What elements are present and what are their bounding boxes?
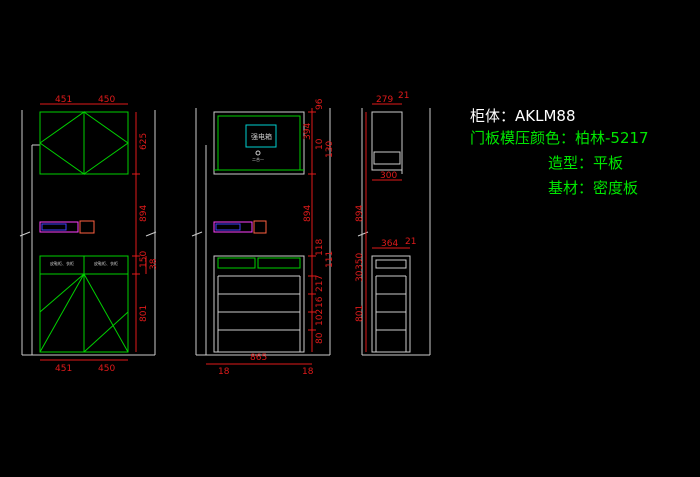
- dim-front-bottom-right: 450: [98, 364, 115, 374]
- dim-mid-18a: 18: [218, 367, 230, 377]
- spec-door-color: 门板模压颜色：柏林-5217: [470, 129, 649, 147]
- dim-front-bottom-left: 451: [55, 364, 72, 374]
- dim-mid-130: 130: [325, 141, 335, 158]
- combo-label: 二合一: [252, 156, 264, 162]
- dim-side-21a: 21: [398, 91, 409, 101]
- dim-side-30: 30: [355, 270, 365, 282]
- dim-mid-18b: 18: [302, 367, 314, 377]
- dim-mid-217: 217: [315, 275, 325, 292]
- dim-mid-865: 865: [250, 353, 267, 363]
- spec-cabinet: 柜体：AKLM88: [470, 107, 576, 125]
- dim-mid-16: 16: [315, 296, 325, 308]
- dim-mid-894: 894: [303, 205, 313, 222]
- front-panel-text-1: 皮鞋柜、衣柜: [50, 260, 74, 266]
- dim-mid-10: 10: [315, 138, 325, 150]
- dim-side-350: 350: [355, 253, 365, 270]
- dim-side-279: 279: [376, 95, 393, 105]
- front-panel-text-2: 皮鞋柜、衣柜: [94, 260, 118, 266]
- dim-mid-80: 80: [315, 332, 325, 344]
- dim-side-894: 894: [355, 205, 365, 222]
- front-elevation: [19, 103, 157, 361]
- dim-mid-111: 111: [325, 251, 335, 268]
- dim-mid-96: 96: [315, 98, 325, 110]
- dim-side-364: 364: [381, 239, 398, 249]
- dim-side-801: 801: [355, 305, 365, 322]
- dim-mid-102: 102: [315, 309, 325, 326]
- middle-elevation: [191, 108, 331, 365]
- dim-mid-118: 118: [315, 239, 325, 256]
- dim-side-300: 300: [380, 171, 397, 181]
- dim-mid-394: 394: [303, 123, 313, 140]
- dim-front-150: 150: [139, 251, 149, 268]
- strong-box-label: 强电箱: [251, 132, 272, 141]
- dim-front-top-left: 451: [55, 95, 72, 105]
- side-section: [357, 103, 431, 356]
- dim-front-38: 38: [149, 258, 159, 270]
- dim-front-top-right: 450: [98, 95, 115, 105]
- spec-style: 造型：平板: [548, 154, 624, 172]
- dim-side-21b: 21: [405, 237, 416, 247]
- dim-front-801: 801: [139, 305, 149, 322]
- dim-front-894: 894: [139, 205, 149, 222]
- spec-substrate: 基材：密度板: [548, 179, 639, 197]
- dim-front-625: 625: [139, 133, 149, 150]
